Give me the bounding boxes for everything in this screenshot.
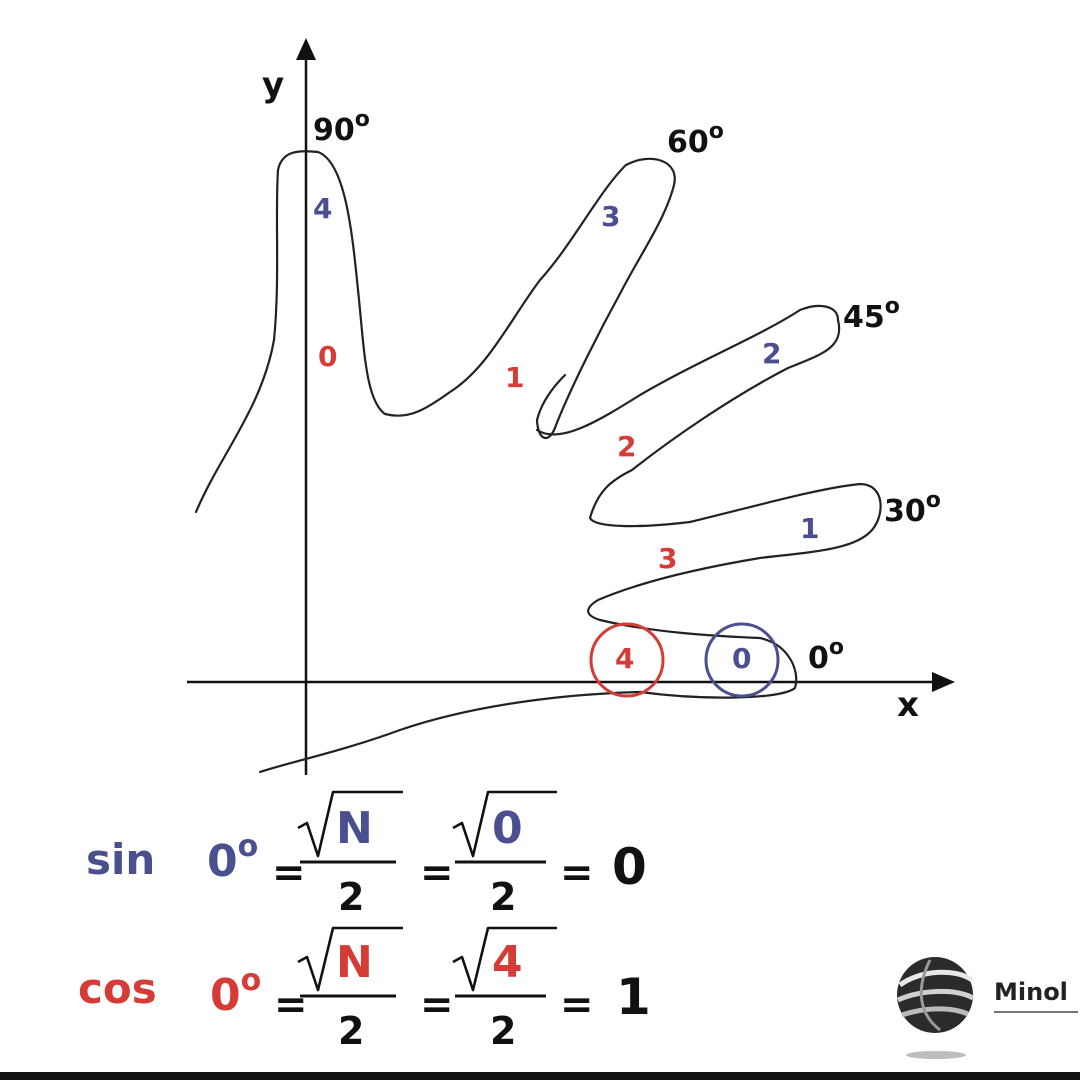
angle-label-90: 90o bbox=[313, 107, 370, 148]
middle-sin-count: 2 bbox=[762, 337, 781, 370]
cos-equals-3: = bbox=[560, 982, 594, 1028]
little-cos-count: 4 bbox=[615, 642, 634, 675]
sin-radical-2-icon bbox=[452, 790, 557, 858]
little-sin-count: 0 bbox=[732, 642, 751, 675]
cos-equals-2: = bbox=[420, 982, 454, 1028]
sin-radical-1-icon bbox=[297, 790, 403, 858]
y-axis-label: y bbox=[262, 65, 284, 105]
thumb-cos-count: 0 bbox=[318, 340, 337, 373]
cos-radical-2-icon bbox=[452, 926, 557, 992]
angle-label-30: 30o bbox=[884, 488, 941, 529]
middle-cos-count: 2 bbox=[617, 430, 636, 463]
cos-highlight-circle bbox=[589, 622, 665, 698]
sin-result: 0 bbox=[612, 838, 647, 896]
ring-cos-count: 3 bbox=[658, 542, 677, 575]
middle-finger-outline bbox=[535, 304, 841, 528]
cos-radical-1-icon bbox=[297, 926, 403, 992]
sin-equals-3: = bbox=[560, 850, 594, 896]
ring-sin-count: 1 bbox=[800, 512, 819, 545]
ring-finger-outline bbox=[587, 482, 882, 622]
cos-function-label: cos bbox=[78, 964, 157, 1013]
logo-text: Minol bbox=[994, 978, 1068, 1006]
hand-outline bbox=[194, 150, 676, 514]
sin-denominator-2: 2 bbox=[490, 875, 516, 919]
cos-result: 1 bbox=[616, 968, 651, 1026]
sin-radicand-value: 0 bbox=[492, 803, 523, 854]
sin-angle: 0o bbox=[207, 829, 258, 887]
sin-denominator-1: 2 bbox=[338, 875, 364, 919]
x-axis-label: x bbox=[897, 685, 919, 725]
thumb-sin-count: 4 bbox=[313, 192, 332, 225]
cos-denominator-2: 2 bbox=[490, 1009, 516, 1053]
angle-label-45: 45o bbox=[843, 294, 900, 335]
little-finger-outline bbox=[258, 618, 798, 774]
angle-label-0: 0o bbox=[808, 635, 844, 676]
globe-logo-icon bbox=[896, 957, 975, 1059]
cos-equals-1: = bbox=[274, 982, 308, 1028]
sin-radicand-n: N bbox=[336, 803, 373, 854]
bottom-border bbox=[0, 1072, 1080, 1080]
cos-radicand-value: 4 bbox=[492, 937, 523, 988]
sin-function-label: sin bbox=[86, 835, 155, 884]
angle-label-60: 60o bbox=[667, 119, 724, 160]
x-axis-arrow-icon bbox=[932, 672, 955, 692]
index-cos-count: 1 bbox=[505, 361, 524, 394]
cos-angle: 0o bbox=[210, 963, 261, 1021]
sin-highlight-circle bbox=[704, 622, 780, 698]
sin-equals-1: = bbox=[272, 850, 306, 896]
sin-equals-2: = bbox=[420, 850, 454, 896]
cos-denominator-1: 2 bbox=[338, 1009, 364, 1053]
y-axis-arrow-icon bbox=[296, 38, 316, 60]
index-sin-count: 3 bbox=[601, 200, 620, 233]
cos-radicand-n: N bbox=[336, 937, 373, 988]
